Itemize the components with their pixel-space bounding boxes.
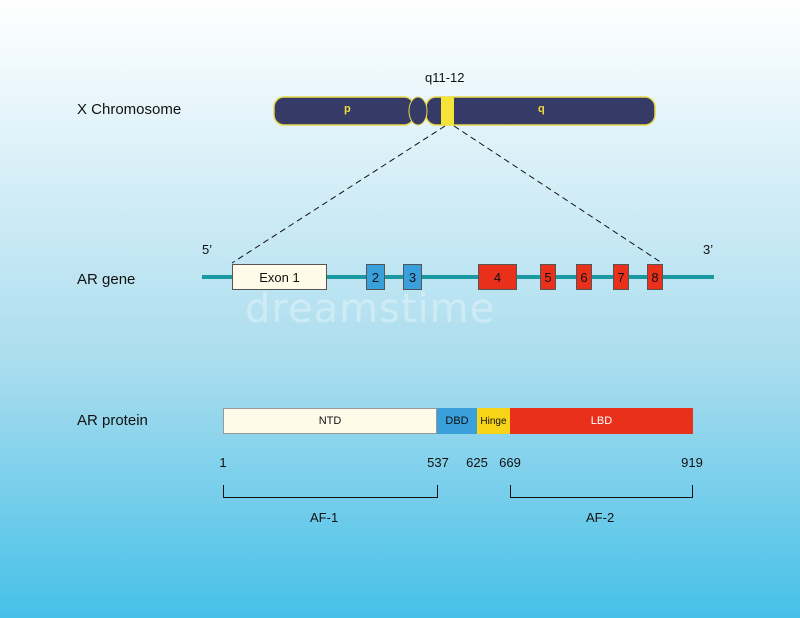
exon-7: 7 [613, 264, 629, 290]
centromere [408, 96, 428, 126]
af2-bracket-base [510, 497, 693, 498]
watermark-text: dreamstime [245, 286, 496, 332]
zoom-line-left [231, 125, 446, 264]
domain-lbd: LBD [510, 408, 693, 434]
exon-8: 8 [647, 264, 663, 290]
locus-label: q11-12 [425, 70, 465, 85]
q-arm-label: q [538, 103, 545, 115]
af1-bracket-left [223, 485, 224, 498]
five-prime-label: 5’ [202, 242, 213, 257]
zoom-line-right [453, 125, 663, 264]
protein-label: AR protein [77, 412, 148, 429]
exon-4: 4 [478, 264, 517, 290]
af1-bracket-right [437, 485, 438, 498]
af2-bracket-right [692, 485, 693, 498]
position-919: 919 [681, 455, 703, 470]
exon-6: 6 [576, 264, 592, 290]
position-1: 1 [219, 455, 227, 470]
af1-bracket-base [223, 497, 438, 498]
three-prime-label: 3’ [703, 242, 714, 257]
exon-1: Exon 1 [232, 264, 327, 290]
af2-bracket-left [510, 485, 511, 498]
domain-ntd: NTD [223, 408, 437, 434]
domain-dbd: DBD [437, 408, 477, 434]
chromosome-label: X Chromosome [77, 101, 182, 118]
exon-3: 3 [403, 264, 422, 290]
domain-hinge: Hinge [477, 408, 510, 434]
q11-12-band [441, 97, 454, 125]
af1-label: AF-1 [310, 510, 339, 525]
position-537: 537 [427, 455, 449, 470]
p-arm-label: p [344, 103, 351, 115]
x-chromosome [273, 96, 656, 126]
gene-label: AR gene [77, 271, 136, 288]
position-669: 669 [499, 455, 521, 470]
exon-5: 5 [540, 264, 556, 290]
exon-2: 2 [366, 264, 385, 290]
af2-label: AF-2 [586, 510, 615, 525]
position-625: 625 [466, 455, 488, 470]
